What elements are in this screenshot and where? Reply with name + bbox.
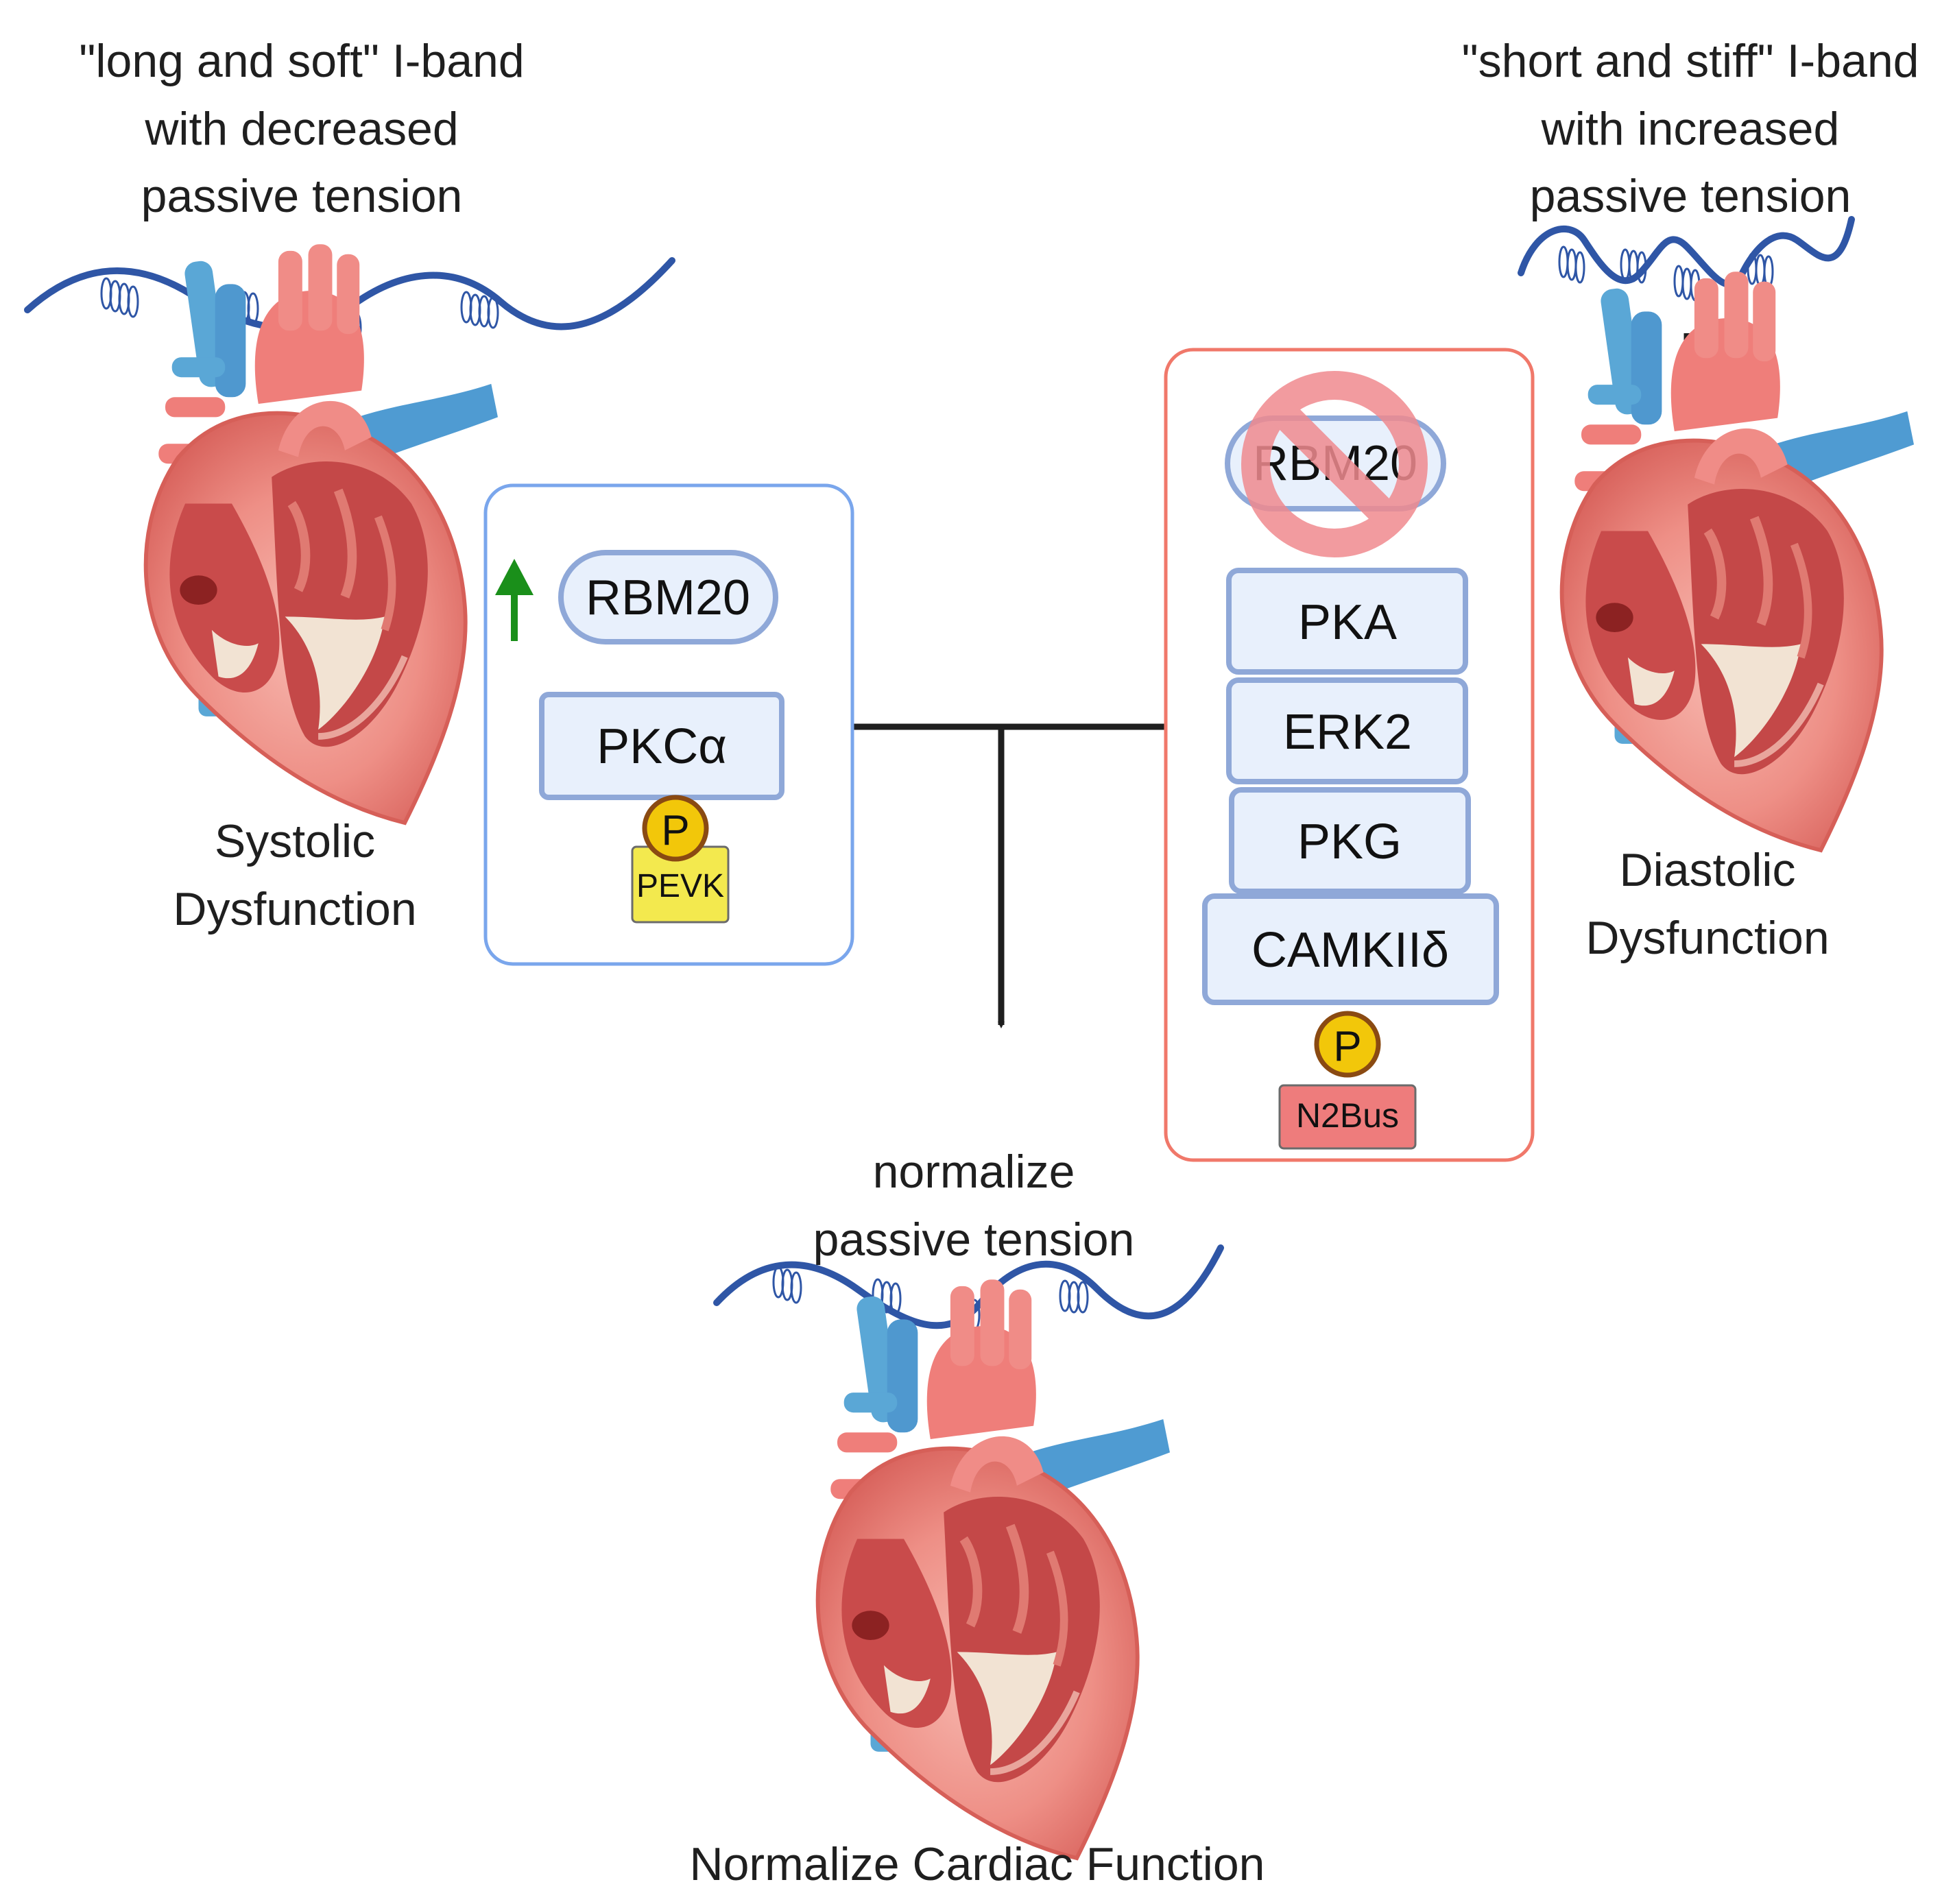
right-title: "short and stiff" I-band with increased …: [1461, 35, 1919, 223]
n2bus-box: [1278, 1084, 1417, 1150]
n2bus-label: N2Bus: [1296, 1096, 1399, 1135]
pkg-label: PKG: [1297, 815, 1402, 869]
camkii-label: CAMKIIδ: [1251, 923, 1449, 978]
titin-short-stiff: [1518, 216, 1855, 302]
right-mechanism-box: RBM20 PKA ERK2 PKG CAMKIIδ P N2Bus: [1164, 348, 1535, 1162]
heart-diastolic: [1562, 272, 1914, 850]
phospho-label-left: P: [661, 807, 689, 854]
left-title: "long and soft" I-band with decreased pa…: [79, 35, 525, 223]
erk2-label: ERK2: [1283, 705, 1412, 760]
normalize-label: normalize passive tension: [813, 1146, 1135, 1266]
normalize-caption: Normalize Cardiac Function: [689, 1838, 1265, 1890]
rbm20-label-left: RBM20: [586, 570, 750, 625]
pevk-label: PEVK: [636, 868, 724, 904]
heart-normal: [818, 1279, 1170, 1858]
up-arrow-icon: [495, 559, 534, 641]
rbm20-pill-left: [558, 550, 778, 644]
phospho-label-right: P: [1333, 1023, 1361, 1070]
pkg-box: [1229, 787, 1471, 894]
pkca-label: PKCα: [597, 719, 727, 774]
left-mechanism-box: RBM20 PKCα PEVK P: [483, 483, 854, 966]
camkii-box: [1202, 893, 1499, 1005]
erk2-box: [1226, 677, 1468, 784]
prohibit-icon: [1241, 371, 1428, 557]
heart-systolic: [146, 244, 498, 823]
pkca-box: [539, 692, 784, 800]
systolic-caption: Systolic Dysfunction: [173, 815, 417, 935]
phospho-icon-right: [1314, 1011, 1381, 1078]
pka-label: PKA: [1298, 595, 1397, 650]
diastolic-caption: Diastolic Dysfunction: [1585, 844, 1830, 964]
phospho-icon-left: [642, 795, 709, 862]
pka-box: [1226, 568, 1468, 675]
